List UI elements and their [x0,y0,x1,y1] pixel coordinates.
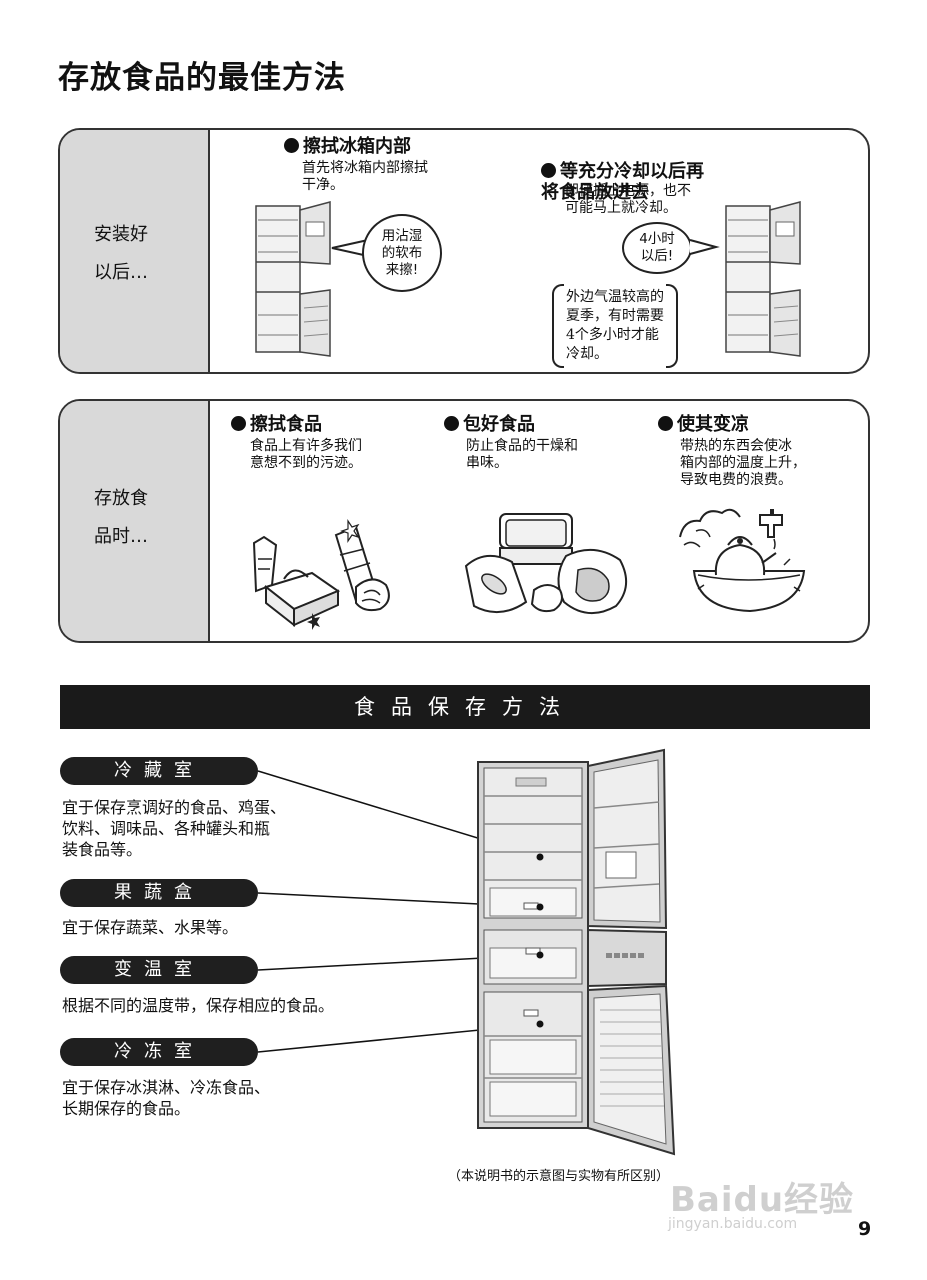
compartment-desc-fridge: 宜于保存烹调好的食品、鸡蛋、 饮料、调味品、各种罐头和瓶 装食品等。 [62,798,287,859]
cleaning-food-illustration [252,519,390,630]
watermark-url: jingyan.baidu.com [668,1216,798,1232]
bullet-dot-icon [444,416,459,431]
compartment-desc-variable: 根据不同的温度带，保存相应的食品。 [62,996,335,1015]
bullet-wipe-food-heading: 擦拭食品 [250,414,322,435]
bullet-dot-icon [231,416,246,431]
bullet-wrap-food: 包好食品 [444,414,535,435]
fridge-open-illustration [255,201,331,357]
bullet-cool-down-heading: 使其变凉 [677,414,749,435]
section-title-bar: 食品保存方法 [60,685,870,729]
fridge-diagram [477,748,676,1156]
bullet-dot-icon [658,416,673,431]
page-title: 存放食品的最佳方法 [58,60,346,96]
compartment-desc-crisper: 宜于保存蔬菜、水果等。 [62,918,239,937]
summer-note: 外边气温较高的 夏季，有时需要 4个多小时才能 冷却。 [552,284,678,368]
page-number: 9 [858,1218,872,1240]
fridge-open-illustration-2 [725,201,801,357]
bullet-cool-first-desc: 即使插上电源，也不 可能马上就冷却。 [565,183,691,216]
bullet-cool-down-desc: 带热的东西会使冰 箱内部的温度上升， 导致电费的浪费。 [680,438,806,488]
store-side-tab: 存放食 品时… [60,401,210,641]
bullet-wipe-inside-desc: 首先将冰箱内部擦拭 干净。 [302,160,428,193]
bullet-wipe-inside-heading: 擦拭冰箱内部 [303,136,411,157]
bullet-cool-first-heading: 等充分冷却以后再 将食品放进去 [541,161,704,203]
bullet-dot-icon [541,163,556,178]
compartment-label-freezer: 冷冻室 [60,1038,258,1066]
install-side-tab: 安装好 以后… [60,130,210,372]
install-side-label: 安装好 以后… [94,224,148,283]
compartment-label-crisper: 果蔬盒 [60,879,258,907]
bubble-pointer-2 [689,239,720,255]
bullet-wrap-food-heading: 包好食品 [463,414,535,435]
bullet-cool-first: 等充分冷却以后再 将食品放进去 [541,140,704,203]
bullet-wrap-food-desc: 防止食品的干燥和 串味。 [466,438,578,471]
compartment-label-fridge: 冷藏室 [60,757,258,785]
cooling-kettle-illustration [679,508,806,613]
watermark-logo: Baidu经验 [670,1180,855,1220]
bullet-wipe-food-desc: 食品上有许多我们 意想不到的污迹。 [250,438,362,471]
store-side-label: 存放食 品时… [94,488,148,547]
bullet-wipe-inside: 擦拭冰箱内部 [284,136,411,157]
illustration-caption: （本说明书的示意图与实物有所区别） [448,1169,670,1184]
bullet-cool-down: 使其变凉 [658,414,749,435]
bullet-dot-icon [284,138,299,153]
bullet-wipe-food: 擦拭食品 [231,414,322,435]
speech-bubble-wipe: 用沾湿 的软布 来擦! [362,214,442,292]
speech-bubble-4hours: 4小时 以后! [622,222,692,274]
compartment-desc-freezer: 宜于保存冰淇淋、冷冻食品、 长期保存的食品。 [62,1078,271,1118]
compartment-label-variable: 变温室 [60,956,258,984]
bubble-pointer-1 [331,239,369,257]
wrapped-food-illustration [464,513,627,614]
